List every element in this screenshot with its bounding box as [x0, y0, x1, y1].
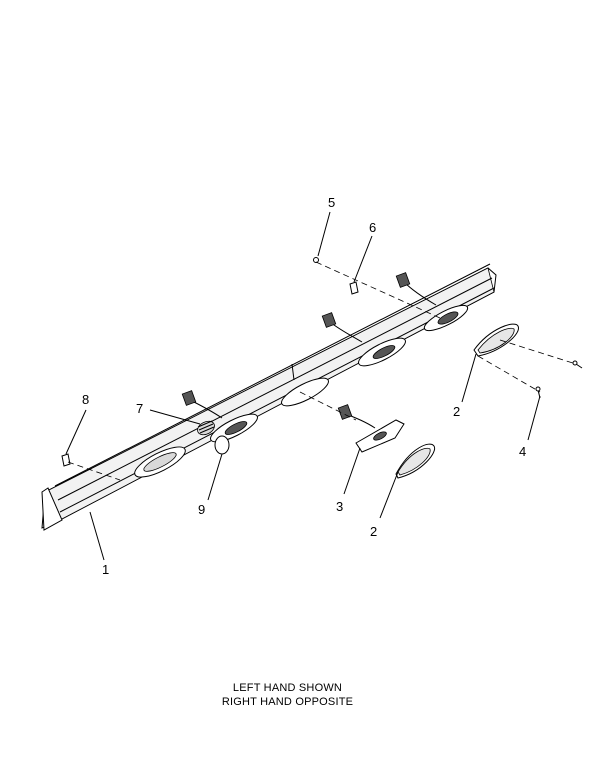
callout-9: 9 [198, 502, 205, 517]
leader-2-lower [379, 471, 399, 519]
callout-8: 8 [82, 392, 89, 407]
clip-6-body [349, 281, 359, 295]
wire-harness-group [181, 272, 437, 429]
lamp-opening-center-right-inner [372, 345, 396, 359]
diagram-caption-line-2: RIGHT HAND OPPOSITE [221, 696, 354, 708]
leader-5 [317, 211, 331, 257]
part-3-lamp-plate [355, 419, 405, 453]
lamp-plate-hole [373, 431, 387, 441]
lamp-opening-center [281, 377, 329, 407]
part-2-lens-lower [395, 443, 436, 479]
part-6-clip [349, 281, 359, 295]
harness-connector-4 [337, 404, 353, 420]
end-screw-shaft [575, 363, 583, 369]
align-line-clip-8 [67, 461, 121, 481]
trim-bar-face [44, 267, 495, 521]
leader-9 [207, 453, 223, 501]
trim-bar-assembly [41, 263, 497, 531]
callout-3: 3 [336, 499, 343, 514]
harness-connector-2 [321, 312, 337, 328]
trim-bar-mid-edge [57, 277, 493, 501]
diagram-caption-line-1: LEFT HAND SHOWN [232, 682, 343, 694]
harness-stud [291, 363, 295, 381]
part-end-screw [572, 360, 583, 369]
leader-4 [527, 395, 541, 441]
align-line-5-6 [315, 261, 441, 319]
callout-5: 5 [328, 195, 335, 210]
part-7-grommet [197, 420, 215, 436]
align-line-screw-4 [477, 355, 541, 393]
bezel-ring [214, 435, 230, 455]
leader-8 [65, 409, 87, 455]
part-8-clip [61, 453, 71, 467]
lens-upper-shade [477, 327, 515, 354]
leader-6 [353, 235, 373, 283]
leader-1 [89, 511, 105, 561]
lens-lower-shade [397, 447, 431, 476]
grommet-coil-ridges [197, 420, 215, 434]
callout-2-upper: 2 [453, 404, 460, 419]
trim-bar-end-cap [41, 487, 63, 531]
end-screw-head [572, 360, 578, 366]
callout-2-lower: 2 [370, 524, 377, 539]
part-5-fastener [313, 257, 319, 263]
part-2-lens-upper [473, 323, 519, 357]
callout-labels: 1 2 2 3 4 5 6 7 8 9 [82, 195, 526, 577]
lamp-opening-left-inner [143, 452, 177, 472]
callout-4: 4 [519, 444, 526, 459]
callout-6: 6 [369, 220, 376, 235]
leader-2-upper [461, 353, 477, 403]
lamp-opening-center-left-inner [224, 421, 248, 435]
trim-bar-lower-edge [59, 287, 495, 513]
leader-7 [149, 409, 201, 425]
callout-7: 7 [136, 401, 143, 416]
grommet-coil [197, 420, 215, 436]
callout-1: 1 [102, 562, 109, 577]
screw-4-head [535, 386, 541, 392]
trim-bar-top-edge [54, 263, 491, 487]
part-9-bezel [214, 435, 230, 455]
align-line-lens-upper [499, 339, 577, 365]
harness-connector-3 [395, 272, 411, 288]
assembly-alignment-lines [67, 261, 577, 481]
lamp-opening-right-inner [437, 311, 459, 325]
clip-8-body [61, 453, 71, 467]
fastener-5-head [313, 257, 319, 263]
harness-connector-1 [181, 390, 197, 406]
align-line-plate [299, 391, 357, 421]
leader-3 [343, 447, 361, 495]
callout-leaders [65, 211, 541, 561]
